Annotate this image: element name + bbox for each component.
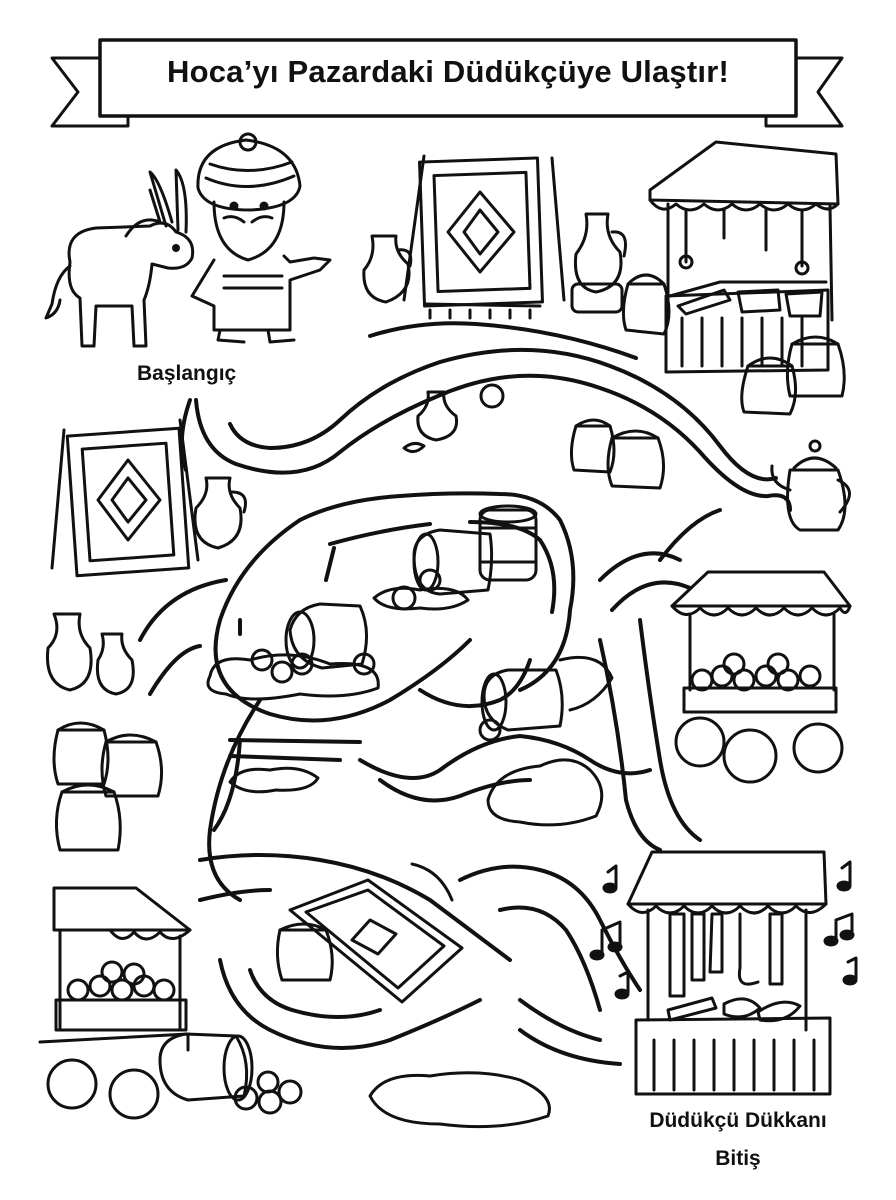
music-note-icon — [589, 860, 858, 1000]
finish-label: Düdükçü Dükkanı Bitiş — [618, 1102, 858, 1178]
start-label: Başlangıç — [137, 362, 237, 385]
fruit-cart-icon — [670, 570, 852, 784]
market-stall-icon — [626, 850, 832, 1096]
fruit-cart-icon — [38, 886, 192, 1120]
maze-paths — [138, 321, 792, 1066]
flute-icon — [666, 912, 802, 1023]
jug-icon — [45, 476, 247, 696]
hoca-icon — [190, 132, 332, 344]
jug-icon — [362, 212, 627, 314]
finish-label-line-2: Bitiş — [715, 1147, 761, 1170]
finish-label-line-1: Düdükçü Dükkanı — [649, 1109, 827, 1132]
page-title: Hoca’yı Pazardaki Düdükçüye Ulaştır! — [167, 54, 729, 89]
title-ribbon — [50, 38, 844, 128]
carpet-stand-icon — [50, 418, 200, 578]
carpet-stand-icon — [402, 154, 566, 320]
teapot-icon — [770, 439, 851, 532]
donkey-icon — [44, 168, 195, 348]
puddle-icon — [206, 586, 614, 1129]
spice-sack-icon — [52, 273, 846, 982]
jug-icon — [402, 390, 459, 453]
apple-icon — [233, 383, 505, 1115]
market-stall-icon — [648, 140, 840, 374]
barrel-icon — [158, 504, 564, 1102]
rug-icon — [288, 862, 464, 1004]
